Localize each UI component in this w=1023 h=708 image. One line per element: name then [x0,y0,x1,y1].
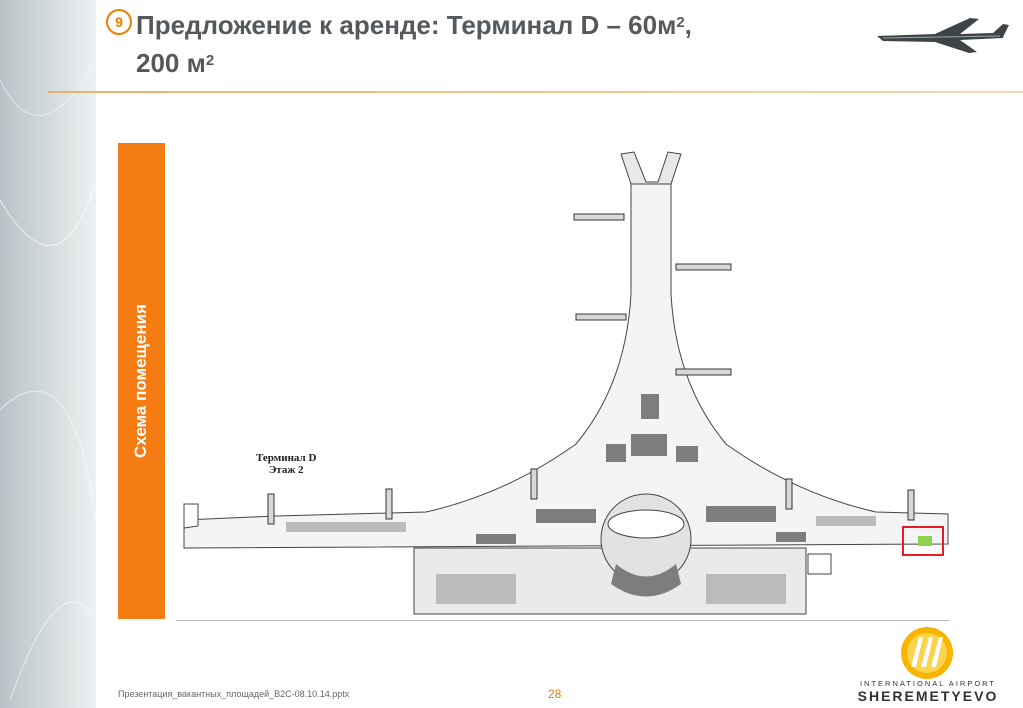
title-sup2: 2 [205,52,215,69]
floor-plan-drawing [183,151,949,615]
plan-title-line1: Терминал D [256,452,317,464]
footer-filename: Презентация_вакантных_площадей_B2C-08.10… [118,689,350,699]
left-decorative-strip [0,0,96,708]
title-sup1: 2 [676,14,685,31]
logo-subtitle: INTERNATIONAL AIRPORT [859,679,997,688]
floor-plan: Терминал D Этаж 2 [176,144,949,621]
airplane-icon [877,18,1009,53]
decorative-curves [0,59,96,701]
sheremetyevo-logo-icon [901,627,953,679]
title-comma: , [684,10,692,40]
title-line1: Предложение к аренде: Терминал D – 60м [136,10,677,40]
title-line2: 200 м [136,48,206,78]
page-title: Предложение к аренде: Терминал D – 60м2,… [136,6,836,82]
page-number: 28 [548,687,562,701]
title-divider [48,91,1023,93]
sidebar-label-bar [118,143,165,619]
plan-title-line2: Этаж 2 [268,464,304,476]
plan-title: Терминал D Этаж 2 [256,452,316,476]
logo-title: SHEREMETYEVO [857,688,999,704]
sidebar-label: Схема помещения [131,304,150,458]
slide-number-badge: 9 [106,9,132,35]
airport-logo-text: INTERNATIONAL AIRPORT SHEREMETYEVO [843,679,1013,704]
